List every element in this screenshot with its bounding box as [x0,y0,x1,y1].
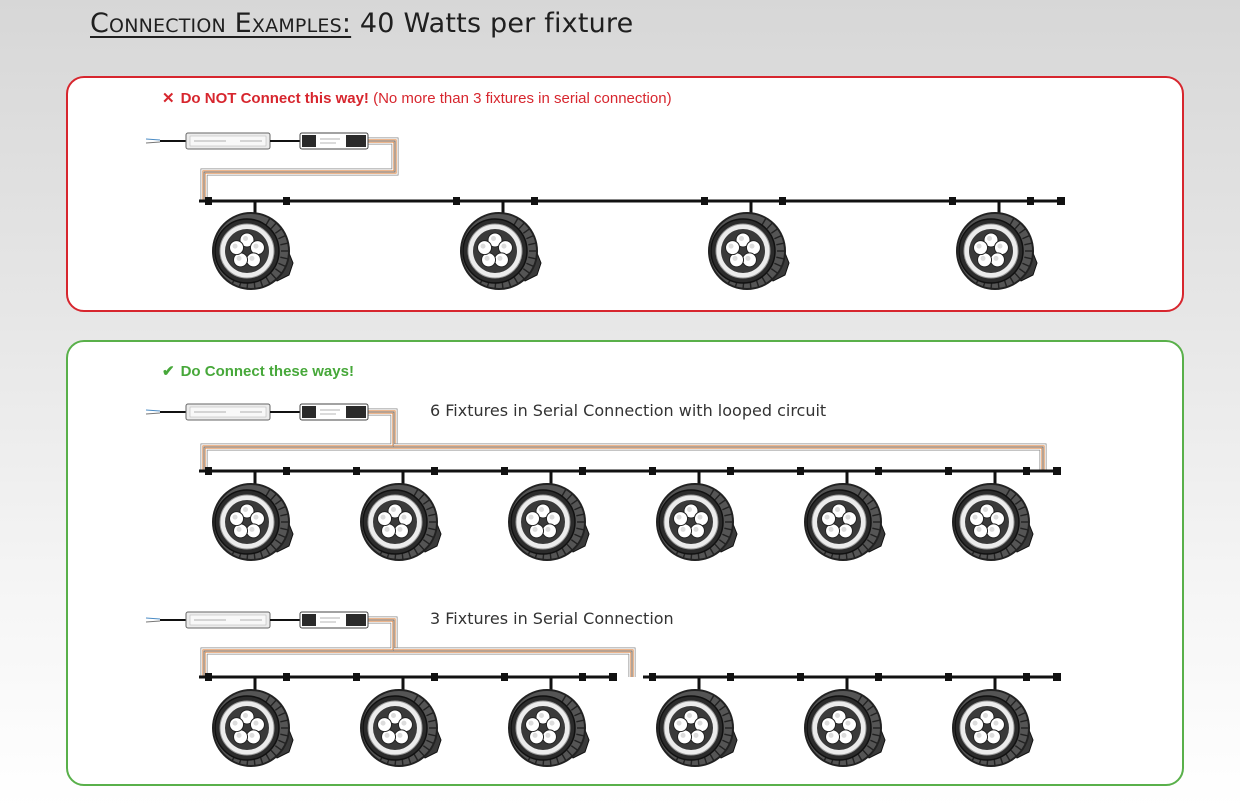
check-icon: ✔ [162,363,175,380]
connector [727,673,734,681]
led-fixture [360,472,442,561]
serial-example [145,611,1061,767]
fixture-bus [199,197,1065,290]
connector [205,197,212,205]
led-fixture [956,201,1038,290]
connector [1027,197,1034,205]
connector [283,197,290,205]
incorrect-heading-strong: Do NOT Connect this way! [180,90,369,107]
led-fixture [212,472,294,561]
looped-circuit-caption: 6 Fixtures in Serial Connection with loo… [430,401,827,420]
end-cap [609,673,617,681]
end-cap [1053,467,1061,475]
connector [875,673,882,681]
led-fixture [656,472,738,561]
correct-heading-strong: Do Connect these ways! [180,363,354,380]
end-cap [1057,197,1065,205]
led-fixture [508,678,590,767]
connector [797,673,804,681]
connector [453,197,460,205]
connector [205,673,212,681]
cross-icon: ✕ [162,90,175,107]
connector [431,673,438,681]
connector [949,197,956,205]
incorrect-connection-heading: ✕ Do NOT Connect this way! (No more than … [162,89,672,107]
led-fixture [708,201,790,290]
output-wire-left [200,616,398,677]
fixture-bus [643,673,1061,767]
connector [531,197,538,205]
connector [779,197,786,205]
fixture-bus [199,467,1061,561]
led-fixture [952,472,1034,561]
led-fixture [460,201,542,290]
branch-wire [394,647,636,677]
loop-return-wire [394,443,1047,471]
connector [945,673,952,681]
incorrect-example [145,132,1065,290]
led-fixture [952,678,1034,767]
serial-connection-caption: 3 Fixtures in Serial Connection [430,609,674,628]
output-wire [200,137,399,201]
connector [701,197,708,205]
driver-unit-incorrect [145,132,369,150]
driver-unit-looped [145,403,369,421]
looped-example [145,403,1061,561]
fixture-bus [199,673,617,767]
led-fixture [508,472,590,561]
led-fixture [212,201,294,290]
connector [283,673,290,681]
connector [579,673,586,681]
incorrect-heading-note: (No more than 3 fixtures in serial conne… [368,90,672,107]
connector [649,673,656,681]
connector [353,673,360,681]
led-fixture [212,678,294,767]
led-fixture [804,678,886,767]
driver-unit-serial [145,611,369,629]
page-title-heading: Connection Examples: [90,8,352,39]
connector [1023,673,1030,681]
led-fixture [656,678,738,767]
correct-connection-heading: ✔ Do Connect these ways! [162,362,354,380]
page-title: Connection Examples: 40 Watts per fixtur… [90,8,633,39]
page-title-subtitle: 40 Watts per fixture [351,8,634,39]
led-fixture [804,472,886,561]
connector [501,673,508,681]
end-cap [1053,673,1061,681]
led-fixture [360,678,442,767]
output-wire-left [200,408,398,471]
